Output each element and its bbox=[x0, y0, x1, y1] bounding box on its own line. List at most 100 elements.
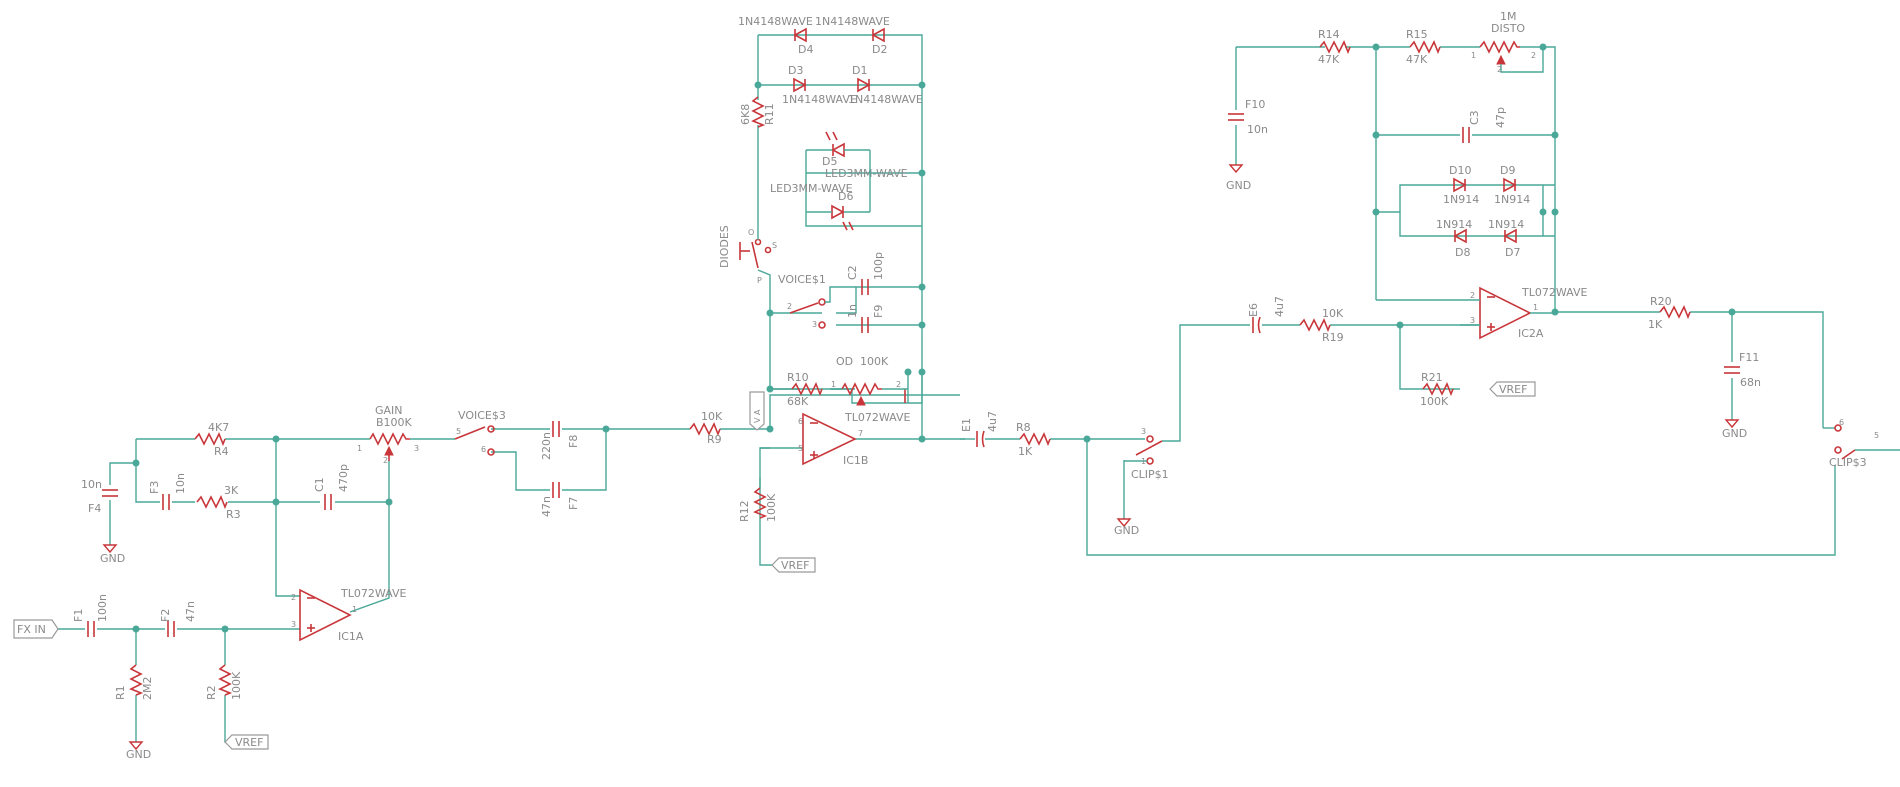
cap-f1[interactable]: F1 100n bbox=[72, 594, 109, 638]
resistor-r4[interactable]: 4K7 R4 bbox=[194, 421, 229, 458]
resistor-value: 10K bbox=[1322, 307, 1344, 320]
diode-d6[interactable]: LED3MM-WAVE D6 bbox=[770, 150, 871, 231]
gnd-label: GND bbox=[1722, 427, 1747, 440]
gnd-label: GND bbox=[1114, 524, 1139, 537]
switch-clip3[interactable]: 6 5 CLIP$3 bbox=[1829, 418, 1879, 469]
resistor-name: R11 bbox=[763, 103, 776, 125]
ground-clip1: GND bbox=[1114, 518, 1139, 537]
resistor-r21[interactable]: R21 100K bbox=[1420, 371, 1454, 408]
resistor-value: 4K7 bbox=[208, 421, 229, 434]
cap-c3[interactable]: C3 47p bbox=[1462, 107, 1507, 144]
diode-part: 1N4148WAVE bbox=[782, 93, 857, 106]
vref-label: VREF bbox=[1499, 383, 1527, 396]
vref-port-ic1b[interactable]: VREF bbox=[771, 557, 816, 573]
pot-name: GAIN bbox=[375, 404, 403, 417]
diode-d3[interactable]: D3 1N4148WAVE bbox=[782, 64, 857, 106]
cap-name: F3 bbox=[148, 481, 161, 494]
resistor-r12[interactable]: R12 100K bbox=[738, 487, 778, 522]
cap-f10[interactable]: F10 10n bbox=[1227, 98, 1268, 136]
pin-label: 3 bbox=[812, 320, 817, 329]
resistor-r3[interactable]: 3K R3 bbox=[196, 484, 241, 521]
va-port[interactable]: V A bbox=[749, 391, 765, 431]
diode-part: LED3MM-WAVE bbox=[770, 182, 853, 195]
va-label: V A bbox=[753, 409, 762, 423]
switch-voice3[interactable]: 5 6 VOICE$3 bbox=[454, 409, 506, 456]
cap-value: 100n bbox=[96, 594, 109, 622]
switch-voice1[interactable]: 2 3 VOICE$1 bbox=[778, 273, 856, 329]
switch-diodes[interactable]: O S P DIODES bbox=[718, 225, 777, 313]
gnd-label: GND bbox=[1226, 179, 1251, 192]
pot-od[interactable]: 1 2 OD 100K bbox=[830, 355, 908, 406]
diode-part: 1N4148WAVE bbox=[815, 15, 890, 28]
cap-name: F10 bbox=[1245, 98, 1265, 111]
cap-name: E6 bbox=[1247, 303, 1260, 317]
cap-value: 47n bbox=[184, 601, 197, 622]
cap-c2[interactable]: C2 100p bbox=[846, 252, 885, 296]
opamp-ic2a[interactable]: 2 3 1 TL072WAVE IC2A bbox=[1460, 286, 1587, 340]
resistor-r9[interactable]: 10K R9 bbox=[689, 410, 723, 446]
diode-name: D9 bbox=[1500, 164, 1515, 177]
diode-name: D2 bbox=[872, 43, 887, 56]
pot-gain[interactable]: 1 2 3 GAIN B100K bbox=[357, 404, 419, 465]
resistor-name: R20 bbox=[1650, 295, 1672, 308]
fx-in-label: FX IN bbox=[17, 623, 46, 636]
cap-e6[interactable]: E6 4u7 bbox=[1247, 296, 1286, 334]
cap-name: F9 bbox=[872, 305, 885, 318]
pin-label: 3 bbox=[291, 620, 296, 629]
pin-label: 3 bbox=[1141, 427, 1146, 436]
resistor-r11[interactable]: 6K8 R11 bbox=[739, 96, 776, 128]
resistor-r1[interactable]: R1 2M2 bbox=[114, 664, 154, 700]
fx-in-port[interactable]: FX IN bbox=[13, 619, 59, 639]
cap-value: 47p bbox=[1494, 107, 1507, 128]
cap-value: 4u7 bbox=[1273, 296, 1286, 317]
junctions bbox=[132, 43, 1736, 633]
vref-label: VREF bbox=[781, 559, 809, 572]
resistor-r2[interactable]: R2 100K bbox=[205, 664, 243, 700]
ground-r1: GND bbox=[126, 741, 151, 761]
resistor-name: R10 bbox=[787, 371, 809, 384]
cap-f2[interactable]: F2 47n bbox=[159, 601, 197, 638]
resistor-r8[interactable]: R8 1K bbox=[1016, 421, 1051, 458]
pin-label: 2 bbox=[1470, 291, 1475, 300]
pin-label: 3 bbox=[1470, 316, 1475, 325]
pin-label: 1 bbox=[352, 605, 357, 614]
diode-d2[interactable]: 1N4148WAVE D2 bbox=[815, 15, 890, 56]
cap-c1[interactable]: C1 470p bbox=[313, 464, 350, 511]
switch-clip1[interactable]: 3 1 CLIP$1 bbox=[1124, 427, 1169, 481]
cap-f3[interactable]: F3 10n bbox=[148, 473, 187, 511]
cap-e1[interactable]: E1 4u7 bbox=[960, 411, 999, 448]
opamp-ic1b[interactable]: 6 5 7 TL072WAVE IC1B bbox=[798, 411, 910, 467]
cap-f7[interactable]: 47n F7 bbox=[540, 481, 580, 517]
diode-d10[interactable]: D10 1N914 bbox=[1443, 164, 1479, 206]
resistor-value: 68K bbox=[787, 395, 809, 408]
cap-f8[interactable]: 220n F8 bbox=[540, 420, 580, 460]
resistor-value: 1K bbox=[1018, 445, 1033, 458]
diode-d9[interactable]: D9 1N914 bbox=[1494, 164, 1530, 206]
resistor-name: R21 bbox=[1421, 371, 1443, 384]
opamp-name-label: IC1A bbox=[338, 630, 364, 643]
pin-label: 1 bbox=[831, 380, 836, 389]
diode-part: 1N914 bbox=[1488, 218, 1524, 231]
pin-label: P bbox=[757, 276, 762, 285]
diode-d4[interactable]: 1N4148WAVE D4 bbox=[738, 15, 813, 56]
vref-port-ic2a[interactable]: VREF bbox=[1489, 381, 1536, 397]
resistor-name: R15 bbox=[1406, 28, 1428, 41]
opamp-name-label: IC1B bbox=[843, 454, 868, 467]
resistor-r15[interactable]: R15 47K bbox=[1406, 28, 1441, 66]
diode-d1[interactable]: D1 1N4148WAVE bbox=[848, 64, 923, 106]
resistor-r10[interactable]: R10 68K bbox=[787, 371, 823, 408]
opamp-ic1a[interactable]: 2 3 1 TL072WAVE IC1A bbox=[291, 587, 406, 643]
pot-disto[interactable]: 1 2 2 1M DISTO bbox=[1471, 10, 1544, 74]
pin-label: 1 bbox=[1533, 303, 1538, 312]
cap-f4[interactable]: 10n F4 bbox=[81, 478, 119, 515]
resistor-r14[interactable]: R14 47K bbox=[1318, 28, 1351, 66]
diode-d7[interactable]: 1N914 D7 bbox=[1488, 218, 1524, 259]
cap-f11[interactable]: F11 68n bbox=[1723, 351, 1761, 389]
diode-d5[interactable]: D5 LED3MM-WAVE bbox=[806, 131, 908, 180]
resistor-r19[interactable]: 10K R19 bbox=[1299, 307, 1344, 344]
vref-port-ic1a[interactable]: VREF bbox=[224, 734, 269, 750]
diode-d8[interactable]: 1N914 D8 bbox=[1436, 218, 1472, 259]
cap-f9[interactable]: 1n F9 bbox=[846, 304, 885, 334]
diode-name: D3 bbox=[788, 64, 803, 77]
resistor-r20[interactable]: R20 1K bbox=[1648, 295, 1691, 331]
